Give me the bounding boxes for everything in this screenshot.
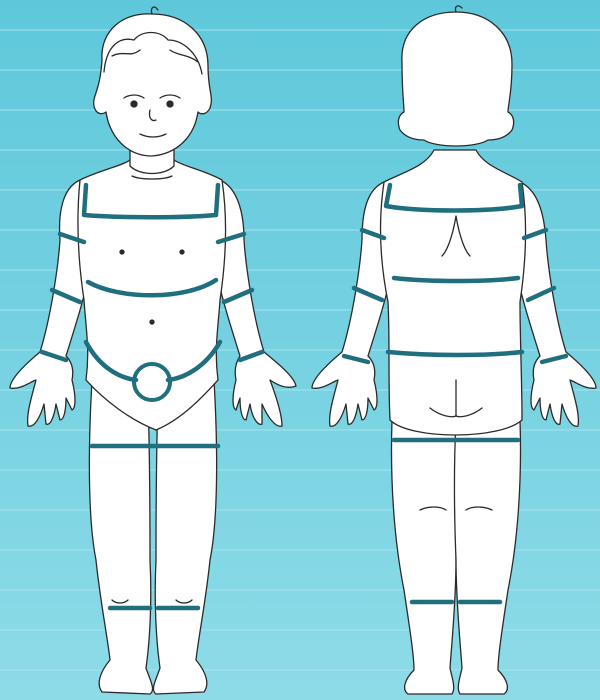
back-head bbox=[398, 12, 513, 146]
back-torso bbox=[381, 150, 526, 435]
